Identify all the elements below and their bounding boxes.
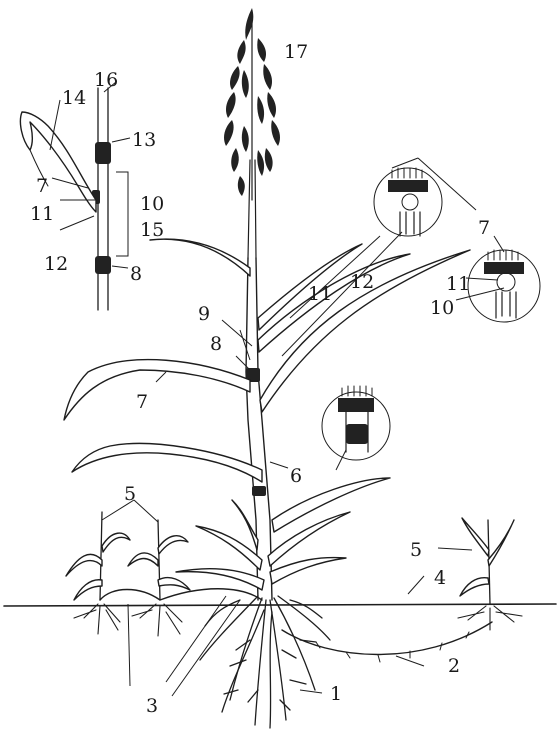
label-10-circle: 10 (430, 297, 454, 319)
magnified-ligule-circle-2 (468, 250, 540, 322)
label-11-inset: 11 (30, 203, 54, 225)
label-16: 16 (94, 69, 118, 91)
label-7-main: 7 (136, 391, 148, 413)
soil-surface-line (4, 604, 556, 606)
rhizome-buds-right (316, 632, 469, 662)
label-8-inset: 8 (130, 263, 142, 285)
label-1: 1 (330, 683, 342, 705)
label-14: 14 (62, 87, 86, 109)
label-10-inset: 10 (140, 193, 164, 215)
label-13: 13 (132, 129, 156, 151)
panicle (224, 8, 280, 200)
label-11-main: 11 (308, 283, 332, 305)
rhizome-left (100, 589, 262, 600)
seedling-left-2 (128, 520, 190, 636)
magnified-ligule-circle-1 (374, 168, 442, 236)
label-5-left: 5 (124, 483, 136, 505)
bracket-15 (116, 172, 128, 256)
label-17: 17 (284, 41, 308, 63)
seedling-right (458, 518, 522, 630)
root-system (200, 596, 330, 728)
label-9: 9 (198, 303, 210, 325)
seedling-left-1 (66, 512, 130, 634)
stem-detail-inset (20, 88, 111, 310)
label-6: 6 (290, 465, 302, 487)
label-12-main: 12 (350, 271, 374, 293)
label-2: 2 (448, 655, 460, 677)
label-4: 4 (434, 567, 446, 589)
rhizome-right (282, 622, 492, 655)
label-3: 3 (146, 695, 158, 717)
magnified-ligule-circle-3 (322, 386, 390, 460)
label-8-main: 8 (210, 333, 222, 355)
label-12-inset: 12 (44, 253, 68, 275)
label-7-circle: 7 (478, 217, 490, 239)
label-11-circle: 11 (446, 273, 470, 295)
label-15: 15 (140, 219, 164, 241)
label-7-inset: 7 (36, 175, 48, 197)
label-5-right: 5 (410, 539, 422, 561)
